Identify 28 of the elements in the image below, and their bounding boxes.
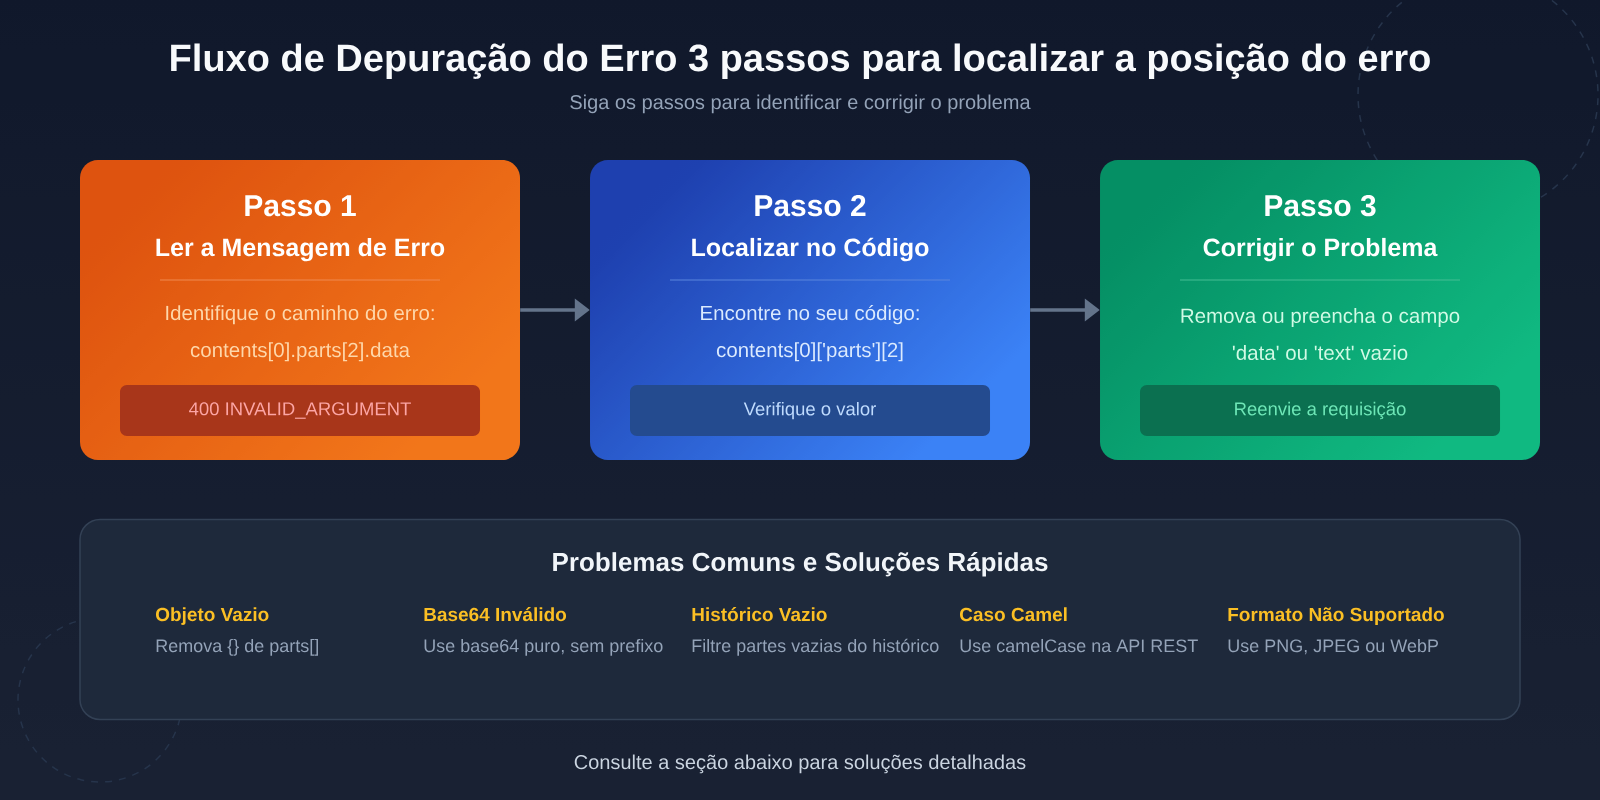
step-description: Identifique o caminho do erro:	[166, 305, 434, 325]
problem-title: Formato Não Suportado	[1228, 607, 1444, 625]
step-description: Remova ou preencha o campo 'data' ou 'text' vazio	[1181, 308, 1460, 361]
step-subheading: Corrigir o Problema	[1203, 237, 1438, 262]
step-subheading: Localizar no Código	[692, 237, 929, 262]
solution-text: Remova {} de parts[]	[156, 638, 318, 656]
solution-text: Filtre partes vazias do histórico	[692, 638, 939, 656]
step-heading: Passo 1	[245, 195, 356, 217]
problem-title: Base64 Inválido	[424, 607, 567, 622]
solution-text: Use base64 puro, sem prefixo	[424, 638, 663, 656]
step-heading: Passo 2	[755, 195, 866, 217]
problem-title: Objeto Vazio	[156, 607, 269, 625]
step-description: Encontre no seu código:	[701, 304, 919, 325]
solution-text: Use camelCase na API REST	[960, 638, 1198, 653]
diagram-title: Fluxo de Depuração do Erro 3 passos para localizar a posição do erro	[171, 43, 1430, 79]
problem-title: Caso Camel	[960, 607, 1067, 622]
step-badge: 400 INVALID_ARGUMENT	[120, 385, 480, 436]
step-subheading: Ler a Mensagem de Erro	[156, 237, 445, 262]
panel-heading: Problemas Comuns e Soluções Rápidas	[553, 551, 1048, 577]
problem-title: Histórico Vazio	[692, 607, 827, 622]
step-badge: Verifique o valor	[630, 385, 990, 436]
step-description: contents[0]['parts'][2]	[716, 342, 903, 362]
step-badge: Reenvie a requisição	[1140, 385, 1500, 436]
footer-note: Consulte a seção abaixo para soluções detalhadas	[574, 754, 1026, 774]
step-description: contents[0].parts[2].data	[190, 342, 410, 362]
step-heading: Passo 3	[1265, 195, 1376, 217]
solution-text: Use PNG, JPEG ou WebP	[1228, 638, 1438, 655]
subtitle: Siga os passos para identificar e corrigir o problema	[570, 94, 1031, 114]
